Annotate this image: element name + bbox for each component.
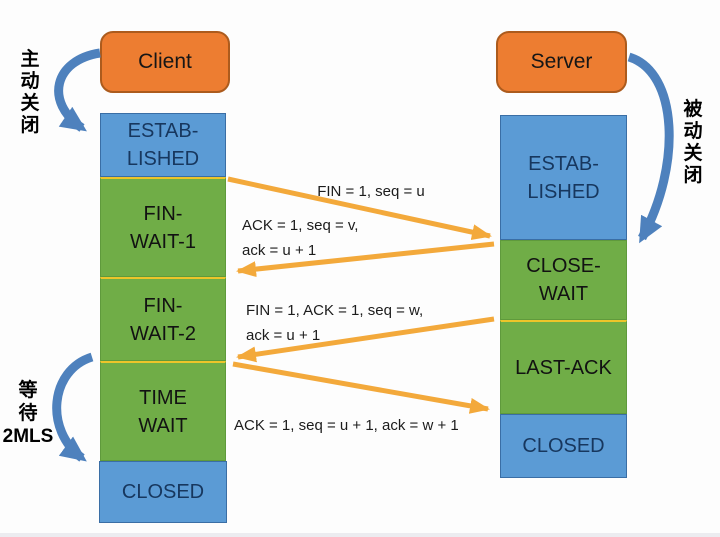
client-title: Client (138, 50, 192, 73)
message-label-fin-seq-u: FIN = 1, seq = u (317, 183, 425, 200)
client-state-established: ESTAB- LISHED (100, 113, 226, 177)
server-state-last-ack: LAST-ACK (500, 320, 627, 414)
annotation-active-close: 主 动 关 闭 (20, 49, 40, 136)
annotation-wait-2mls: 等 待 2MLS (2, 380, 54, 447)
server-passive-close-arrow (627, 52, 674, 244)
client-state-closed: CLOSED (99, 461, 227, 523)
server-state-established: ESTAB- LISHED (500, 115, 627, 240)
client-header-box: Client (100, 31, 230, 93)
client-state-time-wait: TIME WAIT (100, 361, 226, 461)
time-wait-arrow (52, 352, 94, 462)
server-title: Server (530, 50, 593, 73)
message-label-final-ack: ACK = 1, seq = u + 1, ack = w + 1 (234, 417, 459, 434)
client-active-close-arrow (54, 48, 101, 132)
message-label-fin-ack-seq-w: FIN = 1, ACK = 1, seq = w, ack = u + 1 (246, 302, 424, 344)
client-state-fin-wait-1: FIN- WAIT-1 (100, 177, 226, 277)
message-label-ack-seq-v: ACK = 1, seq = v, ack = u + 1 (242, 217, 359, 259)
client-state-fin-wait-2: FIN- WAIT-2 (100, 277, 226, 361)
annotation-passive-close: 被 动 关 闭 (683, 99, 703, 186)
server-state-closed: CLOSED (500, 414, 627, 478)
server-state-close-wait: CLOSE- WAIT (500, 240, 627, 320)
server-header-box: Server (496, 31, 627, 93)
arrow-final-ack (232, 361, 490, 414)
